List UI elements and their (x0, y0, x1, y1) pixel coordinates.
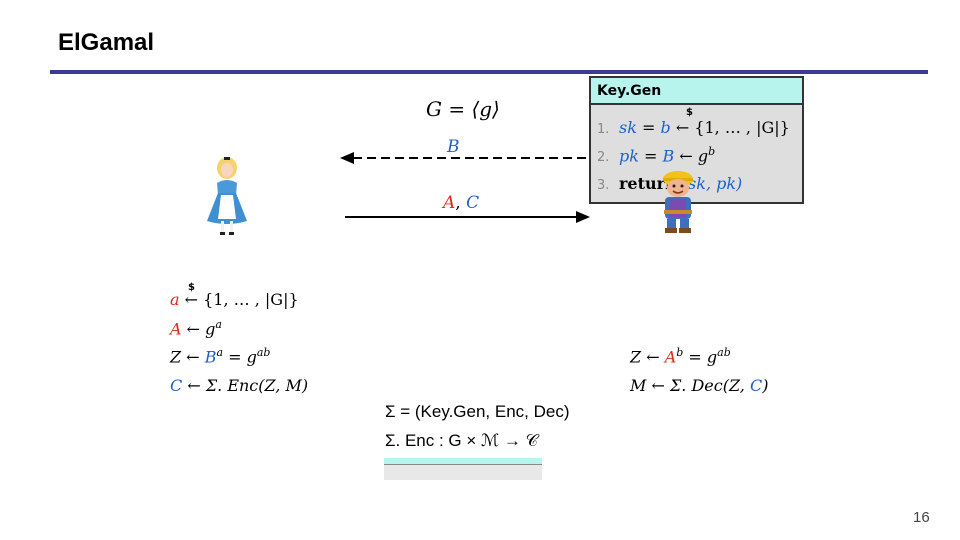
z-assign: Z ← (170, 347, 205, 367)
encrypt-signature: Σ. Enc : G × ℳ → 𝒞 (385, 431, 539, 450)
slide-title: ElGamal (58, 29, 155, 56)
return-keyword: return (619, 174, 677, 193)
B-var: B (204, 347, 217, 367)
range-set: ← {1, … , |G|} (179, 290, 299, 309)
keygen-box: Key.Gen 1. sk = b ← {1, … , |G|} $ 2. pk =… (589, 76, 804, 204)
decrypt-call: M ← Σ. Dec(Z, (630, 376, 750, 395)
alice-eq-sample-a: a ← {1, … , |G|} (170, 290, 299, 309)
bob-icon (663, 171, 693, 233)
message-b-label: B (447, 137, 460, 157)
group-equation: G = ⟨g⟩ (426, 97, 500, 121)
g-power: = g (683, 347, 718, 367)
scheme-definition: Σ = (Key.Gen, Enc, Dec) (385, 402, 570, 421)
A-var: A (664, 347, 677, 367)
sk-var: sk (619, 118, 637, 137)
a-var: a (170, 290, 180, 309)
exp-a: a (215, 318, 222, 331)
pk-var: pk (619, 146, 639, 166)
dashed-arrow-head (340, 152, 354, 164)
line-number: 2. (597, 150, 610, 166)
eq-sign: = (638, 146, 663, 166)
exp-a: a (216, 346, 224, 359)
message-sep: , (455, 193, 467, 213)
g-power: ← g (181, 319, 216, 339)
keygen-line-3: 3. return (sk, pk) (597, 174, 742, 193)
eq-sign: = (636, 118, 661, 137)
alice-eq-compute-A: A ← ga (170, 318, 222, 338)
C-var: C (749, 376, 763, 395)
title-rule (50, 70, 928, 74)
thumbnail-header (384, 458, 542, 465)
keygen-dollar: $ (686, 107, 693, 118)
message-a: A (443, 193, 456, 213)
bob-eq-shared-key: Z ← Ab = gab (630, 346, 731, 366)
page-number: 16 (913, 509, 930, 526)
C-var: C (170, 376, 183, 395)
keygen-title: Key.Gen (591, 78, 802, 105)
keygen-thumbnail (384, 458, 542, 480)
alice-icon (207, 157, 247, 235)
bob-eq-decrypt: M ← Σ. Dec(Z, C) (630, 376, 768, 395)
B-var: B (662, 146, 675, 166)
exp-b: b (708, 145, 716, 158)
b-var: b (660, 118, 671, 137)
exp-ab: ab (256, 346, 271, 359)
alice-eq-encrypt: C ← Σ. Enc(Z, M) (170, 376, 308, 395)
exp-ab: ab (717, 346, 731, 359)
solid-arrow-head (576, 211, 590, 223)
line-number: 1. (597, 122, 610, 137)
message-ac-label: A, C (443, 193, 479, 213)
g-power: ← g (674, 146, 709, 166)
alice-eq-shared-key: Z ← Ba = gab (170, 346, 270, 366)
encrypt-call: ← Σ. Enc(Z, M) (182, 376, 309, 395)
range-set: ← {1, … , |G|} (670, 118, 790, 137)
g-power: = g (223, 347, 257, 367)
A-var: A (170, 319, 182, 339)
alice-dollar: $ (188, 282, 195, 293)
exp-b: b (676, 346, 684, 359)
line-number: 3. (597, 178, 610, 193)
z-assign: Z ← (630, 347, 665, 367)
message-c: C (466, 193, 480, 213)
return-value: (sk, pk) (676, 174, 743, 193)
keygen-line-1: 1. sk = b ← {1, … , |G|} (597, 118, 790, 137)
close-paren: ) (762, 376, 769, 395)
keygen-line-2: 2. pk = B ← gb (597, 145, 715, 165)
